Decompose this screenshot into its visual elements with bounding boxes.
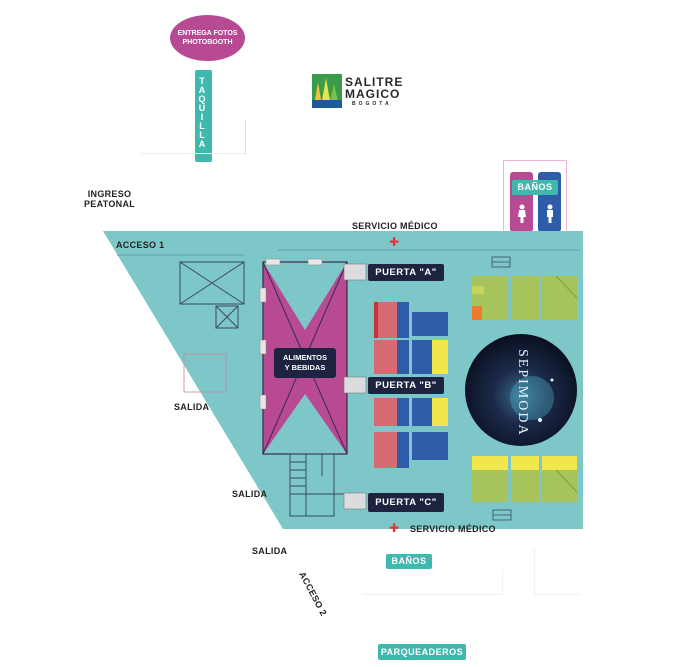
ingreso-line1: INGRESO	[87, 189, 132, 199]
food-door-3	[259, 287, 267, 303]
banos-top-label: BAÑOS	[512, 180, 558, 195]
seat-red-upper-b	[374, 340, 398, 374]
alimentos-label: ALIMENTOS Y BEBIDAS	[274, 348, 336, 378]
sepimoda-spark-1	[538, 418, 542, 422]
banos-bottom-outline-2	[534, 548, 581, 595]
puerta-a-door	[343, 263, 367, 281]
medical-cross-bottom-icon: ✚	[389, 521, 400, 535]
food-door-5	[259, 394, 267, 410]
seat-blue-upper-b	[412, 312, 448, 336]
stand-orange-top	[472, 306, 482, 320]
woman-icon	[518, 204, 526, 223]
banos-bottom-outline	[362, 570, 503, 595]
sepimoda-spark-2	[550, 378, 554, 382]
food-door-2	[307, 258, 323, 266]
puerta-b-door	[343, 376, 367, 394]
photobooth-line2: PHOTOBOOTH	[182, 39, 233, 46]
stand-green-top-3	[542, 276, 577, 320]
storage-outline	[183, 353, 227, 393]
salida-label-3: SALIDA	[252, 546, 288, 556]
stand-yellow-bottom-1	[472, 456, 508, 470]
seat-blue-upper-d	[412, 340, 432, 374]
salitre-magico-logo: SALITRE MAGICO BOGOTA	[312, 74, 412, 114]
storage-box-small	[215, 305, 239, 329]
storage-box-large	[179, 261, 245, 305]
puerta-c-label: PUERTA "C"	[368, 493, 444, 512]
banos-bottom-label: BAÑOS	[386, 554, 432, 569]
food-area-bottom-wedge	[263, 394, 347, 454]
sepimoda-glow	[510, 376, 554, 420]
acceso1-label: ACCESO 1	[116, 240, 165, 250]
taquilla-label: TAQUILLA	[195, 70, 212, 162]
logo-line3: BOGOTA	[352, 101, 392, 107]
food-door-4	[259, 339, 267, 355]
stand-green-top-3-diag	[555, 275, 578, 299]
logo-mark-icon	[312, 74, 342, 108]
food-area-top-wedge	[263, 262, 347, 330]
seat-yellow-upper	[432, 340, 448, 374]
seat-blue-lower-d	[412, 432, 448, 460]
taquilla-text: TAQUILLA	[197, 76, 207, 148]
parqueaderos-label: PARQUEADEROS	[378, 644, 466, 660]
storage-box-large-x2	[179, 261, 245, 305]
salida-label-1: SALIDA	[174, 402, 210, 412]
seat-blue-lower-b	[412, 398, 432, 426]
seat-blue-lower-a	[397, 398, 409, 426]
seat-blue-upper-a	[397, 302, 409, 338]
logo-line2: MAGICO	[345, 87, 401, 101]
storage-box-small-x2	[215, 305, 239, 329]
banos-top-frame	[503, 160, 567, 231]
stand-yellow-bottom-2	[511, 456, 539, 470]
man-icon	[547, 204, 553, 223]
stand-green-bottom-3-diag	[555, 469, 578, 493]
puerta-b-label: PUERTA "B"	[368, 377, 444, 394]
servicio-medico-top-label: SERVICIO MÉDICO	[352, 221, 438, 231]
seat-red-lower-a	[374, 398, 398, 426]
logo-line1: SALITRE	[345, 75, 404, 89]
photobooth-line1: ENTREGA FOTOS	[177, 30, 238, 37]
seat-blue-upper-c	[397, 340, 409, 374]
stand-green-top-2	[511, 276, 539, 320]
corridor-lower	[289, 453, 335, 517]
medical-cross-top-icon: ✚	[389, 235, 400, 249]
seat-blue-lower-c	[397, 432, 409, 468]
seat-red-lower-b	[374, 432, 398, 468]
sepimoda-text: SEPIMODA	[515, 349, 530, 437]
stand-yellowtab-top	[472, 286, 484, 294]
sepimoda-stage	[465, 334, 577, 446]
stand-yellow-bottom-3	[542, 456, 577, 470]
alimentos-line2: Y BEBIDAS	[284, 363, 326, 372]
taquilla-outline	[140, 120, 246, 154]
servicio-medico-bottom-label: SERVICIO MÉDICO	[410, 524, 496, 534]
alimentos-line1: ALIMENTOS	[282, 353, 328, 362]
seat-yellow-lower	[432, 398, 448, 426]
puerta-a-label: PUERTA "A"	[368, 264, 444, 281]
ingreso-peatonal-label: INGRESO PEATONAL	[84, 189, 135, 209]
seat-redline-upper	[374, 302, 378, 338]
ingreso-line2: PEATONAL	[84, 199, 136, 209]
photobooth-badge: ENTREGA FOTOS PHOTOBOOTH	[170, 15, 245, 61]
puerta-c-door	[343, 492, 367, 510]
salida-label-2: SALIDA	[232, 489, 268, 499]
food-door-1	[265, 258, 281, 266]
